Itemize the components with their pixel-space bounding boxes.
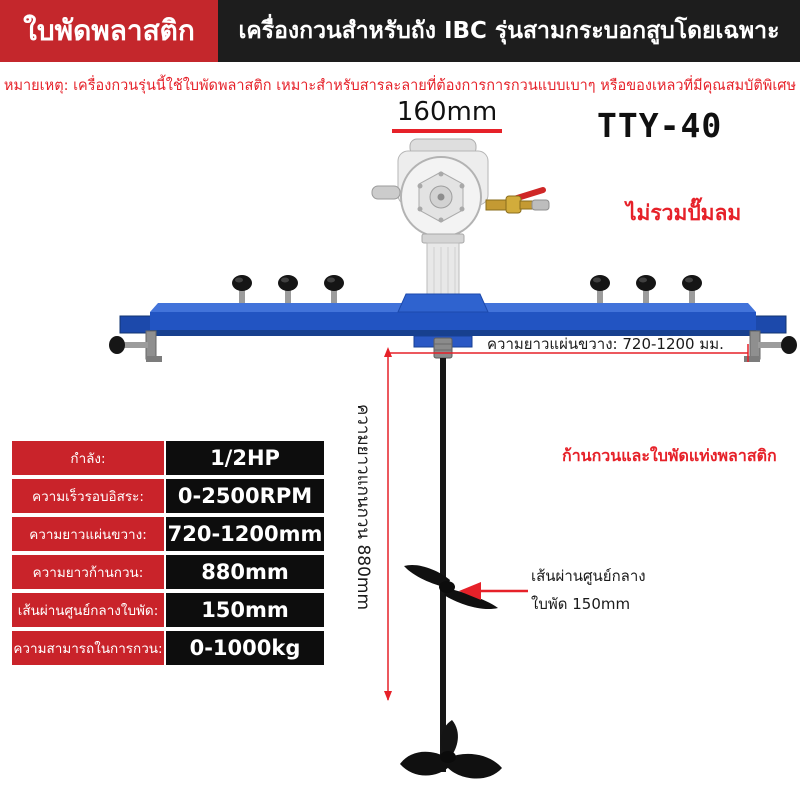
spec-row-impeller-diameter: เส้นผ่านศูนย์กลางใบพัด: 150mm <box>12 593 324 627</box>
spec-row-shaft-length: ความยาวก้านกวน: 880mm <box>12 555 324 589</box>
spec-label: ความยาวแผ่นขวาง: <box>12 517 164 551</box>
impeller-diameter-line2: ใบพัด 150mm <box>531 595 631 613</box>
spec-value: 720-1200mm <box>166 517 324 551</box>
dimension-lines <box>384 344 749 701</box>
pump-not-included-note: ไม่รวมปั๊มลม <box>626 201 742 225</box>
spec-value: 1/2HP <box>166 441 324 475</box>
material-annotation: ก้านกวนและใบพัดแท่งพลาสติก <box>562 446 777 465</box>
spec-label: ความสามารถในการกวน: <box>12 631 164 665</box>
spec-row-power: กำลัง: 1/2HP <box>12 441 324 475</box>
crossbar-beam <box>119 293 787 348</box>
crossbar-length-annotation: ความยาวแผ่นขวาง: 720-1200 มม. <box>487 335 724 353</box>
shaft-length-annotation: ความยาวแกนกวน 880mm <box>353 404 373 611</box>
spec-row-crossbar-length: ความยาวแผ่นขวาง: 720-1200mm <box>12 517 324 551</box>
stirring-shaft <box>433 337 453 772</box>
spec-label: กำลัง: <box>12 441 164 475</box>
left-end-clamp <box>109 330 162 362</box>
bottom-propeller <box>400 720 502 779</box>
header-badge: ใบพัดพลาสติก <box>0 0 218 62</box>
model-number: TTY-40 <box>597 106 723 145</box>
air-motor <box>371 138 489 238</box>
impeller-diameter-line1: เส้นผ่านศูนย์กลาง <box>531 567 646 585</box>
clamp-knobs <box>232 275 702 304</box>
spec-value: 150mm <box>166 593 324 627</box>
note-text: หมายเหตุ: เครื่องกวนรุ่นนี้ใช้ใบพัดพลาสต… <box>3 78 797 94</box>
right-end-clamp <box>744 330 797 362</box>
spec-row-speed: ความเร็วรอบอิสระ: 0-2500RPM <box>12 479 324 513</box>
spec-value: 880mm <box>166 555 324 589</box>
header-title: เครื่องกวนสำหรับถัง IBC รุ่นสามกระบอกสูบ… <box>218 0 800 62</box>
spec-value: 0-1000kg <box>166 631 324 665</box>
spec-value: 0-2500RPM <box>166 479 324 513</box>
spec-table: กำลัง: 1/2HP ความเร็วรอบอิสระ: 0-2500RPM… <box>12 441 324 669</box>
spec-label: ความเร็วรอบอิสระ: <box>12 479 164 513</box>
mid-propeller <box>404 564 498 610</box>
air-valve <box>485 187 550 214</box>
spec-row-capacity: ความสามารถในการกวน: 0-1000kg <box>12 631 324 665</box>
top-width-dimension: 160mm <box>392 97 502 133</box>
impeller-diameter-annotation: เส้นผ่านศูนย์กลาง ใบพัด 150mm <box>531 562 646 618</box>
spec-label: ความยาวก้านกวน: <box>12 555 164 589</box>
spec-label: เส้นผ่านศูนย์กลางใบพัด: <box>12 593 164 627</box>
